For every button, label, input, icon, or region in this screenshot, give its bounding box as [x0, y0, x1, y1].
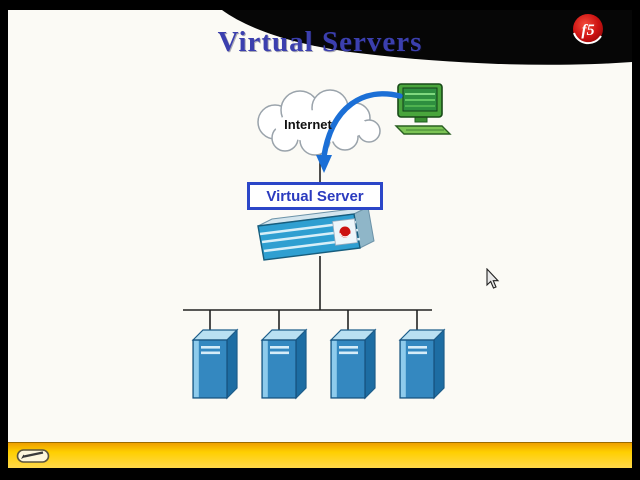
mouse-cursor — [486, 268, 500, 289]
pen-tool-button[interactable] — [16, 446, 54, 465]
annotation-bar — [8, 442, 632, 468]
server-icon — [399, 329, 445, 399]
server-icon — [192, 329, 238, 399]
slide-title: Virtual Servers — [217, 26, 423, 58]
server-pool — [192, 329, 445, 399]
diagram — [183, 83, 452, 399]
server-icon — [330, 329, 376, 399]
virtual-server-box: Virtual Server — [247, 182, 383, 210]
client-computer-icon — [394, 83, 452, 135]
black-swoosh — [222, 10, 632, 65]
pen-icon — [16, 449, 50, 463]
bigip-appliance-icon — [257, 206, 375, 261]
f5-ball-icon — [339, 226, 351, 238]
server-icon — [261, 329, 307, 399]
f5-logo: f5 — [573, 14, 603, 45]
f5-logo-text: f5 — [581, 22, 594, 39]
slide-canvas: f5 Virtual Servers — [8, 10, 632, 468]
virtual-server-label: Virtual Server — [266, 187, 364, 205]
traffic-arrow-icon — [316, 91, 403, 173]
internet-label: Internet — [284, 117, 332, 132]
slide-decor: f5 — [222, 10, 632, 65]
